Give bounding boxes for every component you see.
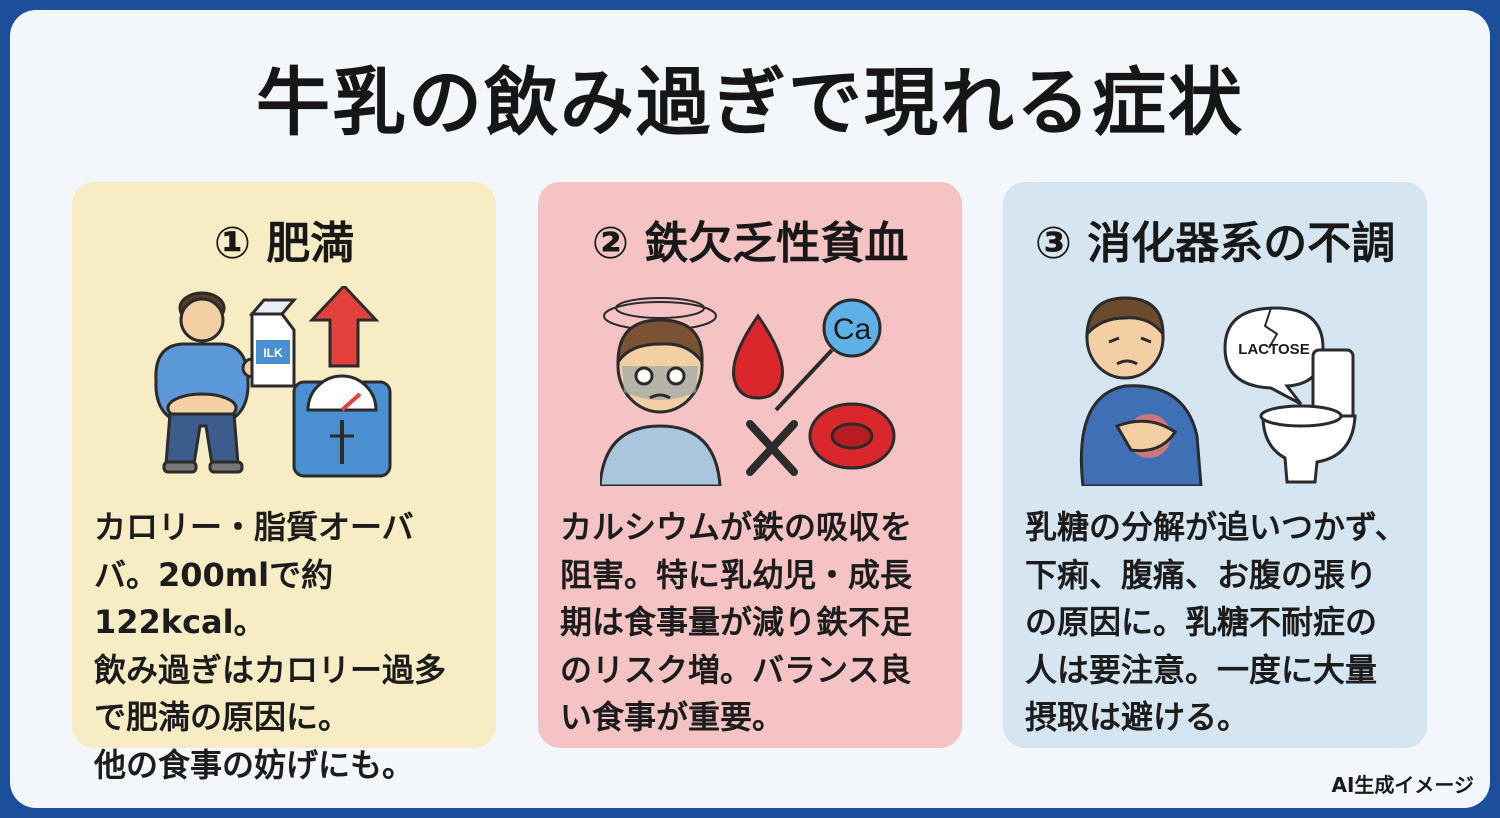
block-x-icon bbox=[746, 420, 798, 476]
milk-carton-icon: ILK bbox=[248, 298, 298, 388]
card-obesity-heading: ① 肥満 bbox=[213, 218, 355, 269]
card-anemia: ② 鉄欠乏性貧血 Ca bbox=[538, 182, 962, 748]
card-digestive-heading: ③ 消化器系の不調 bbox=[1034, 218, 1396, 269]
card-anemia-heading: ② 鉄欠乏性貧血 bbox=[591, 218, 909, 269]
overweight-person-icon bbox=[154, 291, 263, 474]
calcium-icon: Ca bbox=[774, 298, 882, 412]
blood-drop-icon bbox=[732, 313, 784, 400]
stomachache-person-icon bbox=[1079, 296, 1203, 486]
toilet-icon bbox=[1259, 348, 1357, 484]
calcium-label: Ca bbox=[833, 313, 872, 346]
card-obesity-text: カロリー・脂質オーバ バ。200mlで約122kcal。 飲み過ぎはカロリー過多… bbox=[94, 508, 447, 784]
card-obesity: ① 肥満 ILK カロリー・脂質オーバ bbox=[72, 182, 496, 784]
red-blood-cell-icon bbox=[808, 402, 896, 470]
card-digestive-text: 乳糖の分解が追いつかず、 下痢、腹痛、お腹の張り の原因に。乳糖不耐症の 人は要… bbox=[1025, 508, 1407, 736]
weighing-scale-icon bbox=[292, 374, 392, 478]
card-digestive: ③ 消化器系の不調 LACTOSE 乳糖の分解が追いつかず、 下痢、腹痛、お腹の… bbox=[1003, 182, 1427, 748]
lactose-bubble-icon: LACTOSE bbox=[1223, 306, 1325, 406]
digestive-illustration: LACTOSE bbox=[1079, 296, 1357, 486]
milk-carton-label: ILK bbox=[263, 346, 283, 360]
obesity-illustration: ILK bbox=[154, 286, 392, 478]
lactose-label: LACTOSE bbox=[1238, 341, 1309, 358]
page-title: 牛乳の飲み過ぎで現れる症状 bbox=[256, 60, 1244, 146]
ai-generated-credit: AI生成イメージ bbox=[1331, 773, 1474, 797]
card-anemia-text: カルシウムが鉄の吸収を 阻害。特に乳幼児・成長 期は食事量が減り鉄不足 のリスク… bbox=[560, 508, 913, 736]
dizzy-person-icon bbox=[600, 297, 722, 486]
anemia-illustration: Ca bbox=[600, 297, 896, 486]
arrow-up-icon bbox=[308, 286, 380, 368]
